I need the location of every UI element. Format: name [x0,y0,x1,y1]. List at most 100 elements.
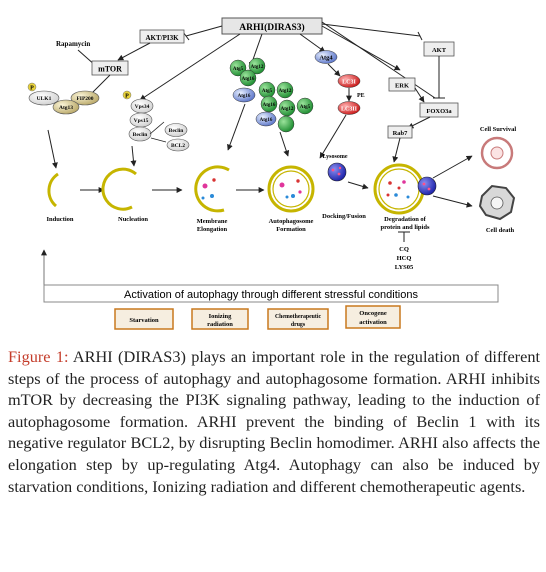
lc3ii-label: LC3II [341,107,358,113]
phospho-label-2: P [125,94,129,100]
atg13-node [52,99,80,115]
degradation-label-2: protein and lipids [380,224,429,231]
stage-nucleation: Nucleation [101,167,148,223]
beclin-node-2 [164,123,188,137]
autophagosome-label-2: Formation [276,226,306,233]
activation-feedback: Activation of autophagy through differen… [41,249,499,303]
atg16-blue-label: Atg16 [238,94,251,99]
membrane-label-1: Membrane [197,218,228,225]
cell-death-label: Cell death [486,227,515,234]
inhibitor-lys05: LYS05 [395,264,414,271]
stage-autophagosome: Autophagosome Formation [267,165,315,233]
rab7-label: Rab7 [393,130,409,137]
lysosome: Lysosome [322,154,348,182]
erk-label: ERK [395,83,409,90]
ulk1-label: ULK1 [37,96,52,102]
autophagy-diagram: ARHI(DIRAS3) AKT/PI3K Rapamycin mTOR P U… [27,17,516,330]
signaling-right: AKT ERK FOXO3a Rab7 [387,41,459,163]
arrow-to-death [432,195,473,208]
induction-label: Induction [46,216,73,223]
mtor-label: mTOR [98,65,122,74]
fip200-node [70,90,100,106]
bcl2-node [166,138,190,152]
fip200-label: FIP200 [76,96,93,102]
foxo3a-box [419,102,459,118]
membrane-label-2: Elongation [197,226,228,233]
chemo-label-1: Chemotherapeutic [275,314,321,320]
docking-label: Docking/Fusion [322,213,366,220]
stress-chemo [267,308,329,330]
inhibitor-hcq: HCQ [397,255,412,262]
inhibitor-cq: CQ [399,246,409,253]
pe-label: PE [357,93,365,99]
cluster-atg5-2: Atg5 [300,105,311,110]
phospho-marker [27,82,37,92]
atg16-node [239,69,257,87]
atg5-node [229,59,247,77]
stage-membrane: Membrane Elongation [194,165,230,233]
ulk1-node [28,90,60,106]
oncogene-label-2: activation [359,319,387,326]
erk-box [388,77,416,92]
arrow-docking [347,181,369,190]
atg12-node [248,57,266,75]
phospho-label: P [30,86,34,92]
atg5-label: Atg5 [233,67,244,72]
cluster-atg16-2: Atg16 [260,118,273,123]
cluster-atg16: Atg16 [263,103,276,108]
foxo3a-label: FOXO3a [426,108,452,115]
akt-pi3k-label: AKT/PI3K [145,34,179,42]
inhibitors: CQ HCQ LYS05 [395,231,414,271]
phospho-marker-2 [122,90,132,100]
cluster-atg12-2: Atg12 [281,107,294,112]
akt-pi3k-box: AKT/PI3K [139,29,185,44]
arhi-box: ARHI(DIRAS3) [221,17,323,35]
cell-survival: Cell Survival [480,126,516,170]
atg-complex: Atg5 Atg12 Atg16 Atg16 [229,57,266,103]
cell-death: Cell death [478,184,516,234]
stage-induction: Induction [46,172,74,223]
beclin-node [128,126,152,142]
atg-to-membrane [227,103,246,151]
ulk-to-induction [47,129,58,169]
vps-to-nucleation [130,145,137,167]
atg12-label: Atg12 [251,65,264,70]
vps34-label: Vps34 [135,104,150,110]
atg16-label: Atg16 [242,77,255,82]
vps-complex: P Vps34 Vps15 Beclin Beclin BCL2 [122,90,190,152]
akt-label: AKT [432,47,447,54]
atg-cluster: Atg5 Atg12 Atg16 Atg12 Atg5 Atg16 [255,81,314,133]
ionizing-label-2: radiation [207,321,233,328]
ulk-complex: P ULK1 FIP200 Atg13 [27,82,100,115]
degradation-label-1: Degradation of [384,216,427,223]
arrow-to-survival [432,155,473,179]
cluster-atg12: Atg12 [279,89,292,94]
bcl2-label: BCL2 [171,143,185,149]
atg4-label: Atg4 [319,55,333,62]
atg4-chain: Atg4 LC3I PE LC3II [314,50,365,159]
beclin-label-2: Beclin [169,128,184,134]
mtor-box: mTOR [91,60,129,76]
vps15-label: Vps15 [134,118,149,124]
akt-to-mtor [117,42,151,61]
arhi-label: ARHI(DIRAS3) [239,22,304,33]
cluster-to-autophagosome [279,131,290,157]
caption-text: ARHI (DIRAS3) plays an important role in… [8,347,540,496]
atg4-node [314,50,338,64]
stage-degradation: Degradation of protein and lipids [373,163,437,231]
autophagosome-label-1: Autophagosome [269,218,314,225]
beclin-label: Beclin [133,132,148,138]
oncogene-label-1: Oncogene [359,310,387,317]
activation-banner [43,284,499,303]
ionizing-label-1: Ionizing [209,313,233,320]
stress-ionizing [191,308,249,330]
atg13-label: Atg13 [59,105,73,111]
lc3i-label: LC3I [342,80,356,86]
figure-caption: Figure 1: ARHI (DIRAS3) plays an importa… [8,346,540,497]
lc3ii-node [337,101,361,115]
atg16-blue-node [232,87,256,103]
stress-oncogene [345,305,401,329]
lc3i-node [337,74,361,88]
figure-label: Figure 1: [8,347,69,366]
nucleation-label: Nucleation [118,216,148,223]
